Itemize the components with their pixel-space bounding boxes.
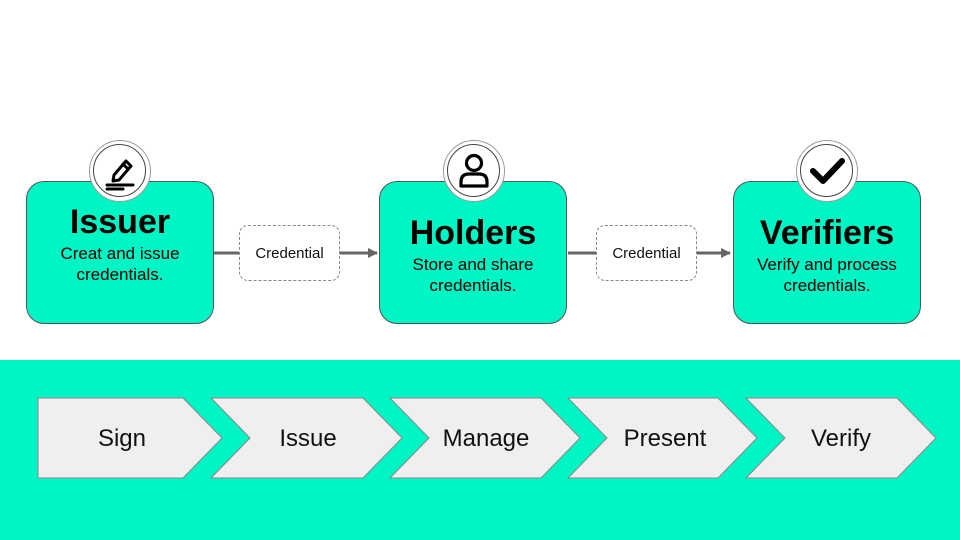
credential-label-2: Credential xyxy=(596,225,697,281)
verifiers-title: Verifiers xyxy=(759,214,895,252)
verifiers-box: Verifiers Verify and process credentials… xyxy=(733,181,921,324)
connector-arrows xyxy=(214,248,731,258)
step-manage-chevron xyxy=(388,397,581,479)
step-verify-chevron xyxy=(744,397,937,479)
issuer-icon-circle xyxy=(89,140,151,202)
step-manage-label: Manage xyxy=(442,425,530,452)
issuer-desc-line1: Creat and issue xyxy=(60,244,180,263)
holders-box: Holders Store and share credentials. xyxy=(379,181,567,324)
step-issue-chevron xyxy=(209,397,403,479)
step-present-label: Present xyxy=(623,425,707,452)
step-verify-label: Verify xyxy=(810,425,872,452)
step-present-chevron xyxy=(566,397,758,479)
step-sign-chevron xyxy=(37,397,223,479)
verifiers-icon-circle xyxy=(796,140,858,202)
holders-title: Holders xyxy=(409,214,537,252)
holders-desc-line1: Store and share xyxy=(412,255,534,274)
step-sign-label: Sign xyxy=(97,425,147,452)
credential-label-1: Credential xyxy=(239,225,340,281)
verifiers-desc-line2: credentials. xyxy=(783,276,871,295)
holders-desc-line2: credentials. xyxy=(429,276,517,295)
checkmark-icon xyxy=(810,158,845,184)
step-issue-label: Issue xyxy=(279,425,337,452)
verifiers-desc-line1: Verify and process xyxy=(757,255,897,274)
issuer-box: Issuer Creat and issue credentials. xyxy=(26,181,214,324)
pen-signature-icon xyxy=(105,159,135,191)
holders-icon-circle xyxy=(443,140,505,202)
issuer-title: Issuer xyxy=(69,203,171,241)
issuer-desc-line2: credentials. xyxy=(76,265,164,284)
person-icon xyxy=(459,153,489,188)
